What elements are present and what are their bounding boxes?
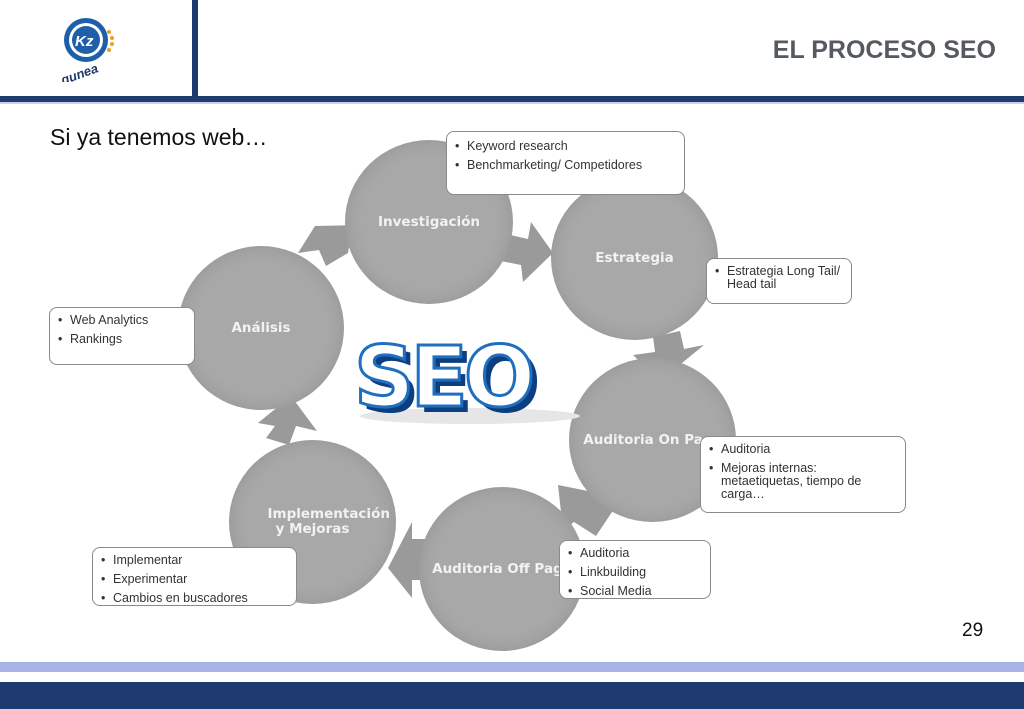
list-item: Benchmarketing/ Competidores bbox=[451, 158, 680, 172]
step-label: Auditoria On Page bbox=[583, 431, 722, 448]
footer-light-bar bbox=[0, 662, 1024, 672]
seo-logo-graphic: SEO SEO bbox=[352, 326, 582, 432]
list-item: Keyword research bbox=[451, 139, 680, 153]
list-item: Rankings bbox=[54, 332, 190, 346]
auditoria-off-page-bullets-box: Auditoria Linkbuilding Social Media bbox=[559, 540, 711, 599]
step-label: Investigación bbox=[378, 213, 480, 230]
footer-dark-bar bbox=[0, 682, 1024, 709]
list-item: Estrategia Long Tail/ Head tail bbox=[711, 264, 847, 291]
arrow-icon bbox=[258, 396, 317, 445]
list-item: Auditoria bbox=[564, 546, 706, 560]
kz-gunea-logo: Kz gunea bbox=[56, 14, 126, 88]
page-number: 29 bbox=[962, 620, 984, 641]
header-divider-shadow bbox=[0, 102, 1024, 104]
step-label: Análisis bbox=[231, 319, 291, 336]
list-item: Cambios en buscadores bbox=[97, 592, 292, 606]
list-item: Mejoras internas: metaetiquetas, tiempo … bbox=[705, 461, 901, 501]
step-label: Auditoria Off Page bbox=[432, 560, 572, 577]
step-circle-analisis: Análisis bbox=[178, 246, 344, 410]
list-item: Implementar bbox=[97, 553, 292, 567]
header-vertical-divider bbox=[192, 0, 198, 100]
list-item: Auditoria bbox=[705, 442, 901, 456]
svg-text:Kz: Kz bbox=[75, 33, 94, 50]
investigacion-bullets-box: Keyword research Benchmarketing/ Competi… bbox=[446, 131, 685, 195]
step-label: Implementación y Mejoras bbox=[267, 506, 390, 537]
page-subtitle: Si ya tenemos web… bbox=[50, 124, 268, 150]
header-divider-bar bbox=[0, 96, 1024, 102]
step-label: Estrategia bbox=[595, 249, 674, 266]
list-item: Web Analytics bbox=[54, 313, 190, 327]
list-item: Linkbuilding bbox=[564, 565, 706, 579]
estrategia-bullets-box: Estrategia Long Tail/ Head tail bbox=[706, 258, 852, 304]
auditoria-on-page-bullets-box: Auditoria Mejoras internas: metaetiqueta… bbox=[700, 436, 906, 513]
step-circle-estrategia: Estrategia bbox=[551, 176, 718, 340]
analisis-bullets-box: Web Analytics Rankings bbox=[49, 307, 195, 365]
seo-text: SEO bbox=[354, 328, 532, 426]
implementacion-bullets-box: Implementar Experimentar Cambios en busc… bbox=[92, 547, 297, 606]
seo-text-shadow: SEO bbox=[360, 334, 538, 426]
list-item: Social Media bbox=[564, 585, 706, 599]
page-title: EL PROCESO SEO bbox=[772, 36, 996, 64]
list-item: Experimentar bbox=[97, 572, 292, 586]
step-circle-auditoria-off-page: Auditoria Off Page bbox=[419, 487, 585, 651]
